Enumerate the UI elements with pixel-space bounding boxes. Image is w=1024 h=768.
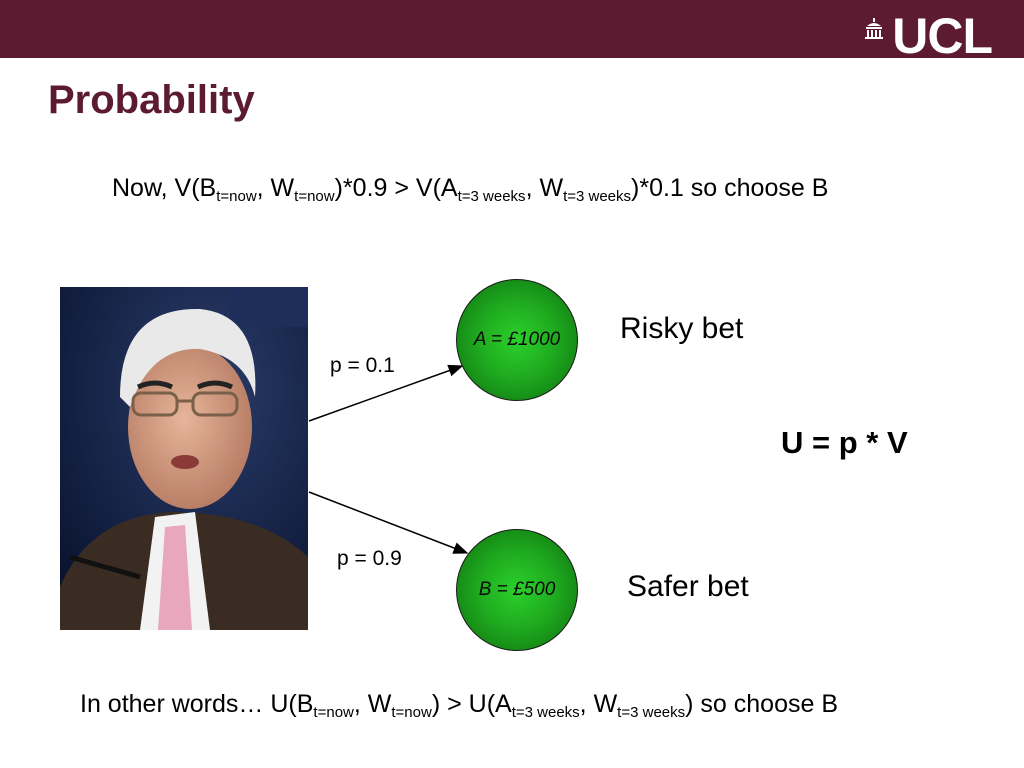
probability-label-top: p = 0.1 — [330, 354, 395, 377]
portico-icon — [865, 18, 884, 39]
slide-title: Probability — [48, 78, 255, 122]
ucl-logo: UCL — [864, 8, 993, 64]
safer-bet-label: Safer bet — [627, 570, 749, 603]
utility-comparison-line: In other words… U(Bt=now, Wt=now) > U(At… — [80, 690, 838, 721]
node-b-label: B = £500 — [478, 579, 556, 600]
risky-bet-label: Risky bet — [620, 312, 744, 345]
speaker-photo — [60, 287, 308, 630]
outcome-node-a: A = £1000 — [456, 279, 578, 401]
outcome-node-b: B = £500 — [456, 529, 578, 651]
probability-label-bottom: p = 0.9 — [337, 547, 402, 570]
node-a-label: A = £1000 — [473, 329, 561, 350]
logo-text: UCL — [892, 8, 993, 64]
header-bar: UCL — [0, 0, 1024, 64]
utility-formula: U = p * V — [781, 425, 908, 460]
arrow-to-b — [308, 491, 469, 554]
value-comparison-line: Now, V(Bt=now, Wt=now)*0.9 > V(At=3 week… — [112, 174, 829, 205]
